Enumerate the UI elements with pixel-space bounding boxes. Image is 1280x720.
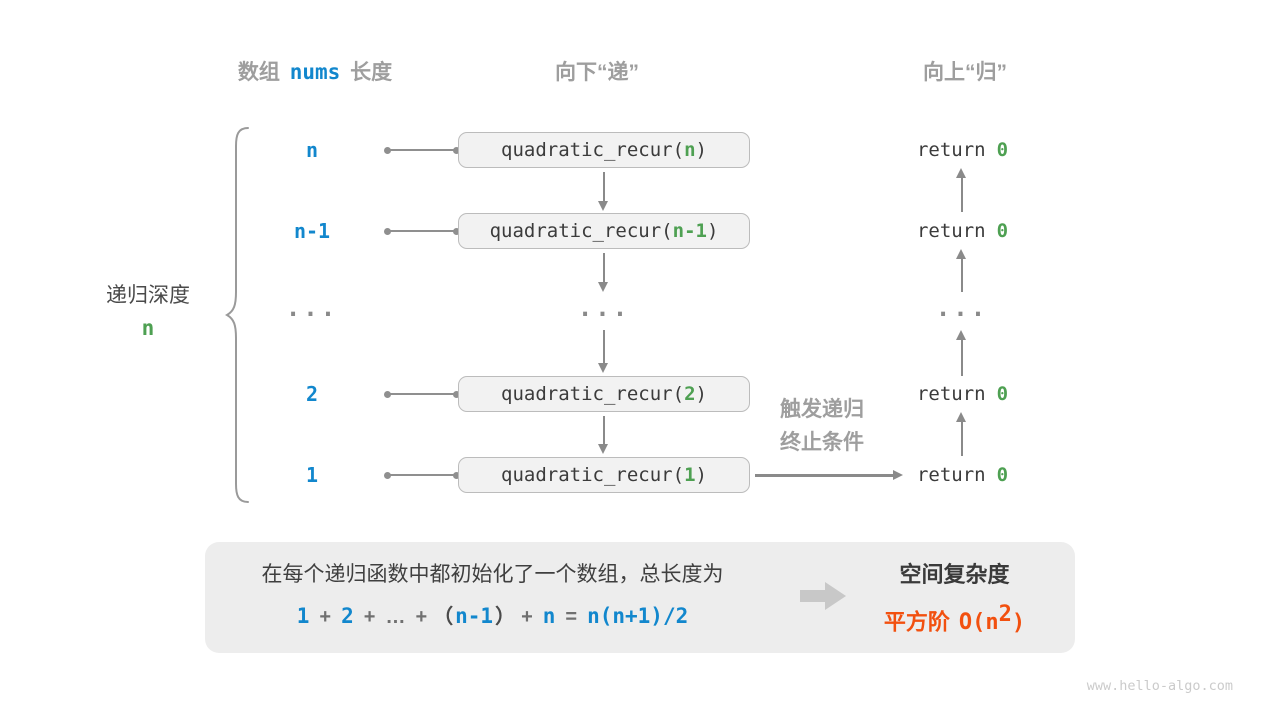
connector-line [384,146,460,154]
return-value: 0 [996,464,1009,486]
ellipsis-left: ... [285,294,339,322]
ellipsis-middle: ... [577,294,631,322]
call-fn: quadratic_recur( [501,383,685,405]
header-array-prefix: 数组 [237,61,280,84]
return-keyword: return [916,220,986,242]
down-arrow-line [602,330,605,364]
return-statement: return 0 [900,380,1025,408]
up-arrow-line [960,177,963,212]
connector-line [384,390,460,398]
return-value: 0 [996,220,1009,242]
trigger-label-line1: 触发递归 [780,398,864,421]
trigger-label-line2: 终止条件 [780,431,864,454]
call-box-2: quadratic_recur(2) [458,376,750,412]
formula-paren: （ [433,606,454,628]
return-value: 0 [996,139,1009,161]
call-box-n: quadratic_recur(n) [458,132,750,168]
formula-term: n [542,604,556,628]
row-length-n: n [305,138,319,162]
watermark: www.hello-algo.com [1086,678,1233,694]
return-statement: return 0 [900,217,1025,245]
summary-formula: 1+2+…+（n-1）+n=n(n+1)/2 [225,601,760,632]
connector-line [384,227,460,235]
down-arrow-icon [598,363,608,373]
call-box-n1: quadratic_recur(n-1) [458,213,750,249]
call-fn: quadratic_recur( [489,220,673,242]
formula-term: n-1 [455,604,494,628]
complexity-o-open: O(n [958,610,999,636]
depth-brace-icon [224,127,249,503]
up-arrow-line [960,258,963,292]
up-arrow-icon [956,249,966,259]
call-close: ) [695,139,707,161]
formula-equals: = [565,606,578,628]
formula-op: + [521,606,533,628]
call-fn: quadratic_recur( [501,464,685,486]
call-fn: quadratic_recur( [501,139,685,161]
down-arrow-icon [598,444,608,454]
formula-term: 2 [341,604,354,628]
complexity-grade: 平方阶 [883,609,950,635]
return-statement: return 0 [900,136,1025,164]
summary-text: 在每个递归函数中都初始化了一个数组，总长度为 [261,563,724,586]
complexity-exponent: 2 [998,602,1012,627]
row-length-2: 2 [305,382,319,406]
formula-op: + [415,606,428,628]
complexity-title: 空间复杂度 [899,562,1010,587]
down-arrow-line [602,172,605,202]
depth-label: 递归深度 [106,284,190,307]
return-keyword: return [916,464,986,486]
formula-result: n(n+1)/2 [587,604,689,628]
header-return-up: 向上“归” [923,61,1007,84]
call-param: 1 [684,464,696,486]
base-case-arrow-icon [893,469,903,480]
call-close: ) [695,464,707,486]
down-arrow-line [602,253,605,283]
depth-value: n [141,316,155,340]
up-arrow-line [960,421,963,456]
up-arrow-icon [956,412,966,422]
return-keyword: return [916,139,986,161]
base-case-arrow-line [755,474,894,477]
header-recurse-down: 向下“递” [555,61,639,84]
call-close: ) [695,383,707,405]
formula-op: + [363,606,376,628]
summary-panel [205,542,1075,653]
return-keyword: return [916,383,986,405]
up-arrow-line [960,339,963,376]
formula-op: + [319,606,332,628]
ellipsis-right: ... [935,294,989,322]
return-value: 0 [996,383,1009,405]
row-length-n1: n-1 [293,219,331,243]
complexity-o-close: ) [1011,610,1026,636]
call-box-1: quadratic_recur(1) [458,457,750,493]
header-array-suffix: 长度 [350,61,393,84]
up-arrow-icon [956,330,966,340]
implies-arrow-icon [800,582,846,610]
call-param: n-1 [672,220,707,242]
down-arrow-icon [598,282,608,292]
connector-line [384,471,460,479]
call-close: ) [706,220,719,242]
formula-term: 1 [296,604,310,628]
complexity-result: 平方阶 O(n2) [852,600,1057,638]
up-arrow-icon [956,168,966,178]
header-array-length: 数组 nums 长度 [190,59,440,86]
down-arrow-icon [598,201,608,211]
down-arrow-line [602,416,605,445]
call-param: 2 [684,383,696,405]
row-length-1: 1 [305,463,319,487]
header-array-var: nums [289,60,341,84]
formula-ellipsis: … [385,606,406,628]
return-statement: return 0 [900,461,1025,489]
call-param: n [684,139,696,161]
formula-paren: ） [495,606,516,628]
